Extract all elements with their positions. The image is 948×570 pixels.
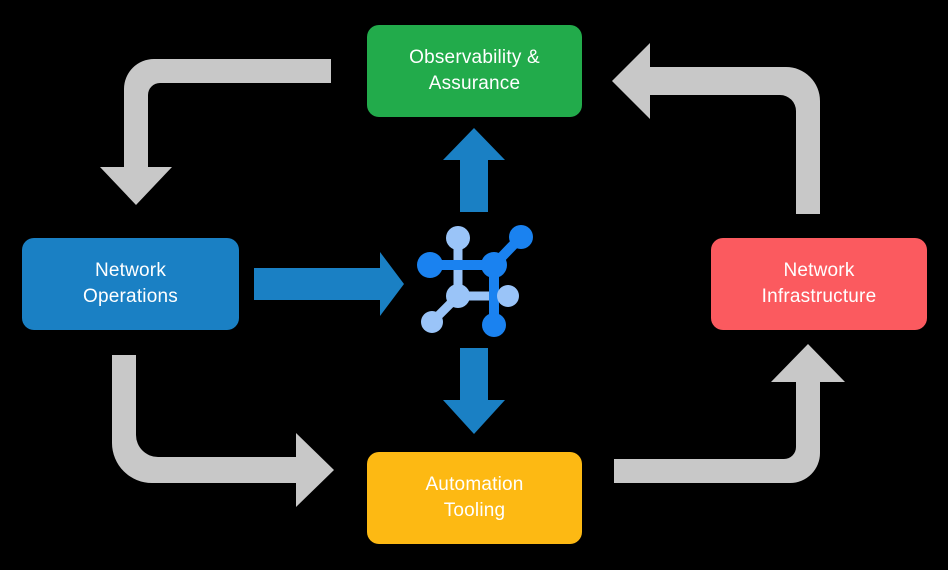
network-topology-icon (417, 225, 533, 337)
node-network-infrastructure[interactable]: Network Infrastructure (711, 238, 927, 330)
flow-arrow-center-to-observability (443, 128, 505, 212)
flow-arrow-center-to-automation (443, 348, 505, 434)
cycle-arrow-operations-to-automation (112, 355, 334, 507)
flow-arrow-operations-to-center (254, 252, 404, 316)
node-automation-tooling[interactable]: Automation Tooling (367, 452, 582, 544)
cycle-arrow-automation-to-infrastructure (614, 344, 845, 483)
cycle-arrow-infrastructure-to-observability (612, 43, 820, 214)
node-observability-assurance[interactable]: Observability & Assurance (367, 25, 582, 117)
node-network-operations[interactable]: Network Operations (22, 238, 239, 330)
cycle-arrow-observability-to-operations (100, 59, 331, 205)
